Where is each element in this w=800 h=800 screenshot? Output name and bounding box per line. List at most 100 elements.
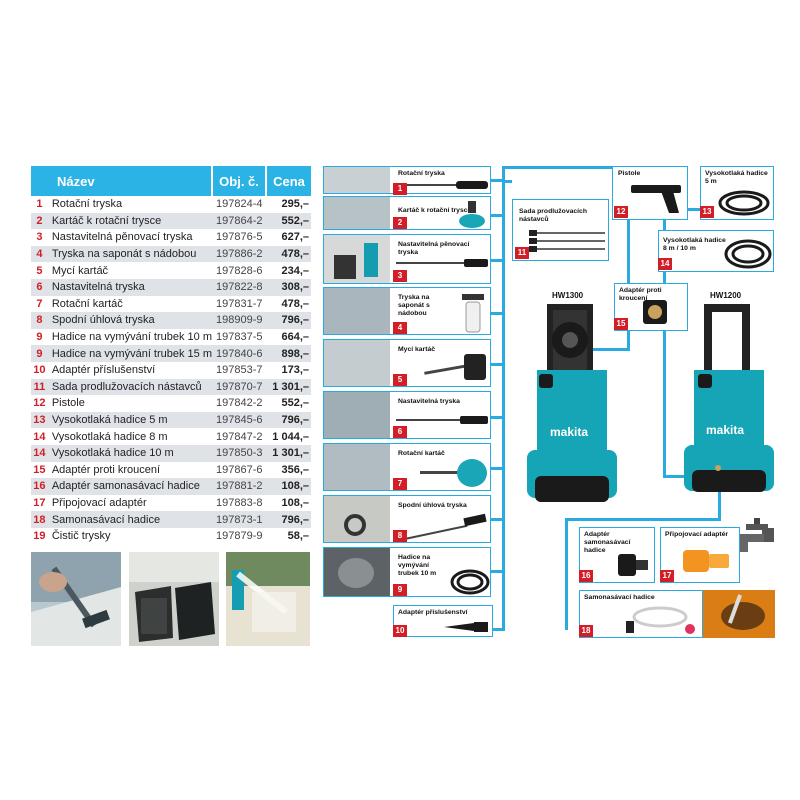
- item-number-badge: 2: [393, 217, 407, 229]
- item-price: 1 301,–: [266, 378, 311, 396]
- item-code: 197842-2: [216, 397, 263, 410]
- item-number: 15: [33, 463, 46, 476]
- item-number: 4: [31, 245, 48, 263]
- connector-6: [490, 416, 504, 419]
- item-number-badge: 3: [393, 270, 407, 282]
- photo-window-cleaning: [31, 552, 121, 646]
- accessory-box-8: Spodní úhlová tryska: [323, 495, 491, 543]
- connector-9: [490, 570, 504, 573]
- item-price: 295,–: [281, 198, 309, 211]
- suction-adapter-icon: [618, 554, 648, 576]
- item-number: 13: [31, 411, 48, 429]
- connector-top: [502, 166, 612, 169]
- item-number: 6: [31, 278, 48, 296]
- item-number: 17: [33, 496, 46, 509]
- item-price: 1 044,–: [272, 430, 309, 443]
- accessory-label: Spodní úhlová tryska: [398, 502, 467, 509]
- accessory-label: Rotační kartáč: [398, 450, 445, 457]
- connector-10: [490, 628, 504, 631]
- item-name: Hadice na vymývání trubek 15 m: [47, 345, 213, 362]
- header-price: Cena: [265, 166, 311, 196]
- item-name: Adaptér samonasávací hadice: [47, 478, 213, 495]
- item-price: 796,–: [266, 411, 311, 429]
- connector-5: [490, 363, 504, 366]
- item-code: 197867-6: [216, 463, 263, 476]
- item-code: 198909-9: [212, 312, 267, 329]
- item-number-badge: 14: [658, 258, 672, 270]
- item-number-badge: 11: [515, 247, 529, 259]
- item-code: 197879-9: [216, 530, 263, 543]
- connector-1: [490, 179, 504, 182]
- rotary-nozzle-icon: [396, 181, 488, 189]
- accessory-box-1: Rotační tryska: [323, 166, 491, 194]
- item-number-badge: 12: [614, 206, 628, 218]
- adapter-icon: [444, 622, 488, 632]
- table-row: 1 Rotační tryska 197824-4 295,–: [31, 196, 311, 213]
- item-number-badge: 6: [393, 426, 407, 438]
- item-number-badge: 18: [579, 625, 593, 637]
- item-name: Kartáč k rotační trysce: [47, 212, 213, 230]
- connector-bottom-vertical: [565, 518, 568, 630]
- item-number-badge: 8: [393, 530, 407, 542]
- item-code: 197876-5: [216, 231, 263, 244]
- item-code: 197881-2: [212, 478, 267, 495]
- accessory-box-11: Sada prodlužovacích nástavců: [512, 199, 609, 261]
- adjustable-nozzle-icon: [396, 416, 488, 424]
- swivel-adapter-icon: [643, 300, 667, 324]
- wash-brush-icon: [424, 354, 486, 380]
- accessory-label: Adaptér proti kroucení: [619, 287, 662, 302]
- accessory-label: Pistole: [618, 170, 641, 177]
- washer-hw1200: makita: [684, 304, 774, 492]
- item-number-badge: 5: [393, 374, 407, 386]
- item-number: 8: [31, 312, 48, 329]
- connector-11-stub: [502, 180, 512, 183]
- accessory-label: Sada prodlužovacích nástavců: [519, 208, 587, 223]
- item-code: 197853-7: [216, 364, 263, 377]
- washer-hw1300: makita: [527, 304, 617, 502]
- item-code: 197824-4: [216, 198, 263, 211]
- item-code: 197840-6: [212, 345, 267, 362]
- item-number-badge: 10: [393, 625, 407, 637]
- item-code: 197870-7: [212, 378, 267, 396]
- item-number: 19: [33, 530, 46, 543]
- connector-15-hw1300: [588, 348, 630, 351]
- brush-nozzle-icon: [459, 201, 485, 228]
- item-name: Rotační tryska: [51, 198, 123, 211]
- connector-7: [490, 467, 504, 470]
- accessory-label: Adaptér příslušenství: [398, 609, 468, 616]
- item-number: 7: [36, 297, 43, 310]
- item-price: 898,–: [266, 345, 311, 362]
- spray-gun-icon: [631, 185, 681, 213]
- detergent-bottle-icon: [462, 294, 484, 333]
- accessory-label: Vysokotlaká hadice 8 m / 10 m: [663, 237, 726, 252]
- machine-label-hw1300: HW1300: [552, 291, 584, 300]
- foam-nozzle-icon: [396, 259, 488, 267]
- item-price: 308,–: [266, 278, 311, 296]
- high-pressure-hose-long-icon: [724, 239, 772, 269]
- item-price: 108,–: [281, 496, 309, 509]
- item-number-badge: 4: [393, 322, 407, 334]
- item-price: 627,–: [281, 231, 309, 244]
- brand-logo: makita: [550, 425, 588, 439]
- brand-logo: makita: [706, 423, 744, 437]
- item-number: 2: [31, 212, 48, 230]
- accessory-label: Kartáč k rotační trysce: [398, 207, 472, 214]
- accessory-box-2: Kartáč k rotační trysce: [323, 196, 491, 230]
- item-name: Čistič trysky: [51, 530, 111, 543]
- connector-12-15: [627, 220, 630, 295]
- item-price: 552,–: [281, 397, 309, 410]
- item-price: 58,–: [287, 530, 309, 543]
- accessory-label: Hadice na vymývání trubek 10 m: [398, 554, 437, 577]
- item-number: 1: [36, 198, 43, 211]
